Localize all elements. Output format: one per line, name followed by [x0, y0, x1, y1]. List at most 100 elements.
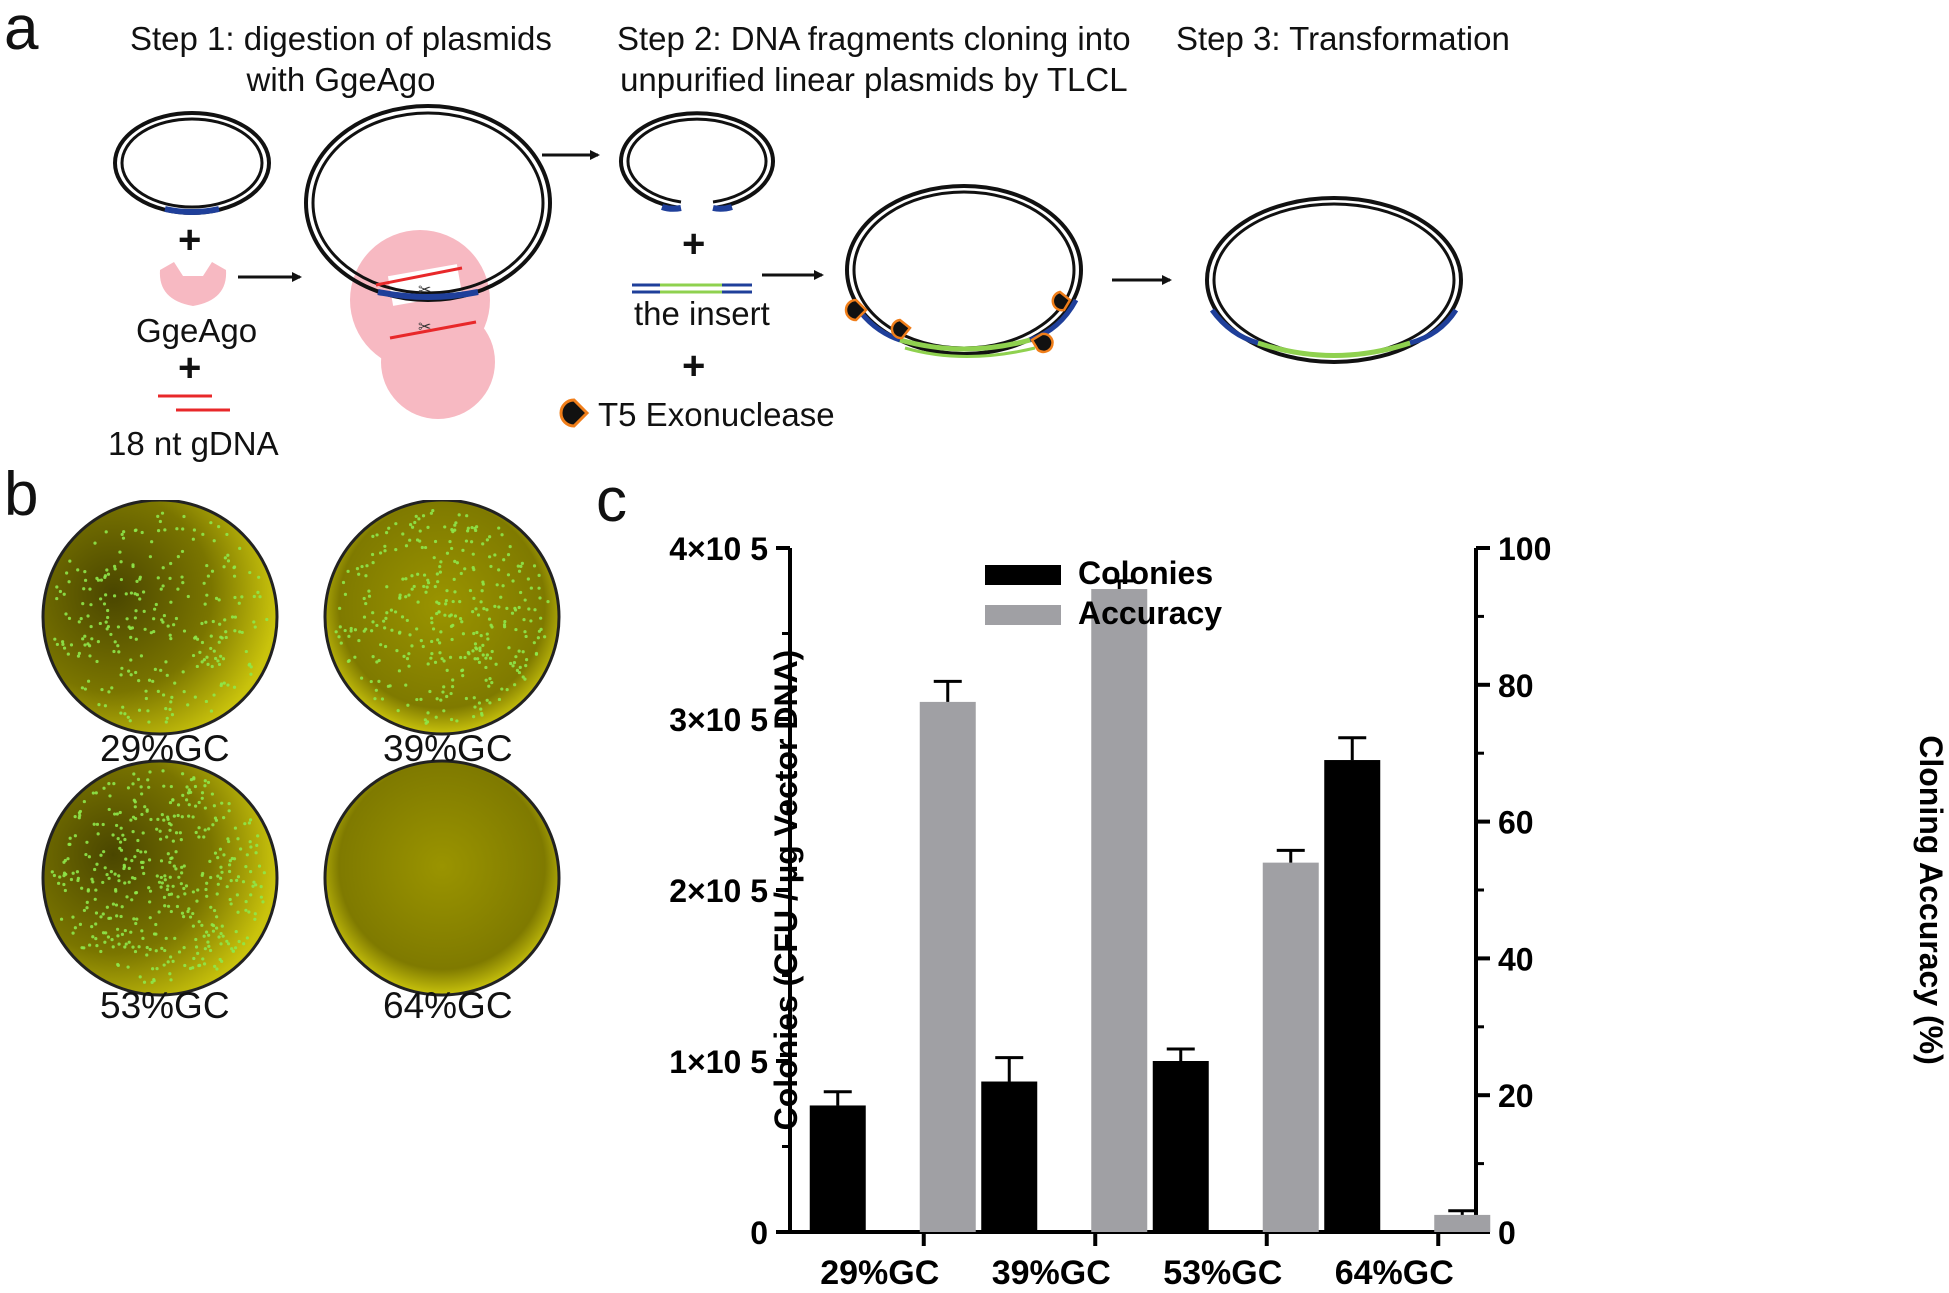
colony	[205, 593, 209, 597]
colony	[166, 624, 170, 628]
colony	[187, 788, 191, 792]
colony	[140, 865, 145, 870]
colony	[443, 613, 447, 617]
colony	[365, 564, 369, 568]
colony	[212, 649, 216, 653]
colony	[211, 929, 216, 933]
colony	[394, 522, 398, 526]
colony	[154, 602, 158, 607]
colony	[212, 539, 216, 543]
colony	[105, 568, 109, 572]
colony	[218, 847, 223, 851]
bar-accuracy	[919, 701, 976, 1232]
colony	[166, 852, 170, 856]
colony	[526, 577, 530, 581]
colonies	[50, 509, 550, 984]
colony	[121, 833, 125, 837]
plate-label-29gc: 29%GC	[100, 728, 230, 769]
legend-swatch-colonies	[985, 565, 1061, 585]
colony	[406, 703, 410, 707]
colony	[92, 822, 96, 826]
colony	[224, 630, 228, 634]
colony	[430, 621, 434, 625]
colony	[430, 616, 434, 620]
colony	[118, 840, 123, 844]
panel-a-schematic: ✂ ✂	[113, 104, 1463, 428]
colony	[198, 963, 202, 967]
colony	[100, 687, 104, 692]
colony	[404, 544, 409, 548]
colony	[360, 564, 364, 569]
colony	[222, 853, 226, 857]
colony	[236, 875, 241, 879]
colony	[433, 660, 438, 665]
colony	[69, 877, 74, 882]
colony	[437, 610, 441, 614]
colony	[119, 711, 123, 715]
colony	[385, 585, 389, 589]
colony	[145, 953, 149, 957]
colony	[200, 660, 204, 664]
colony	[486, 637, 490, 641]
colony	[370, 629, 374, 633]
colony	[105, 627, 109, 631]
colony	[167, 821, 171, 826]
colony	[163, 874, 167, 878]
colony	[221, 657, 226, 661]
colony	[76, 876, 80, 880]
colony	[355, 567, 360, 571]
colony	[141, 936, 145, 940]
colony	[55, 596, 59, 601]
colony	[484, 665, 488, 670]
colony	[169, 978, 173, 982]
colony	[538, 596, 542, 600]
colony	[219, 654, 223, 658]
colony	[143, 850, 148, 854]
colony	[509, 661, 513, 666]
colony	[256, 834, 260, 838]
colony	[64, 612, 68, 616]
colony	[53, 637, 57, 641]
colony	[59, 917, 64, 921]
colony	[81, 602, 85, 606]
y-tick-label-left: 3×10 5	[669, 702, 768, 738]
colony	[151, 679, 155, 683]
colony	[192, 776, 196, 780]
colony	[222, 681, 226, 685]
colony	[89, 624, 93, 629]
colony	[168, 576, 172, 580]
colony	[389, 608, 394, 612]
colony	[71, 915, 75, 919]
colony	[176, 895, 180, 899]
colony	[200, 791, 205, 795]
colony	[94, 922, 98, 926]
colony	[407, 593, 411, 597]
colony	[529, 619, 533, 623]
colony	[91, 935, 95, 939]
colony	[83, 578, 88, 582]
colony	[142, 980, 147, 984]
colony	[200, 640, 205, 645]
colony	[95, 659, 99, 664]
colony	[160, 881, 164, 885]
step1-title: Step 1: digestion of plasmids with GgeAg…	[130, 18, 552, 101]
colony	[533, 608, 537, 612]
colony	[214, 818, 219, 822]
colony	[195, 664, 199, 669]
colony	[506, 552, 511, 557]
colony	[134, 670, 138, 675]
colony	[217, 935, 221, 939]
colony	[133, 876, 137, 881]
colony	[377, 679, 381, 683]
colony	[257, 864, 262, 868]
colony	[424, 590, 428, 594]
colony	[537, 573, 541, 577]
colony	[191, 537, 195, 541]
colony	[495, 583, 499, 587]
gdna-label: 18 nt gDNA	[108, 425, 279, 462]
colony	[156, 514, 160, 518]
colony	[164, 720, 168, 724]
colony	[139, 850, 143, 854]
colony	[191, 966, 195, 970]
colony	[101, 912, 105, 916]
